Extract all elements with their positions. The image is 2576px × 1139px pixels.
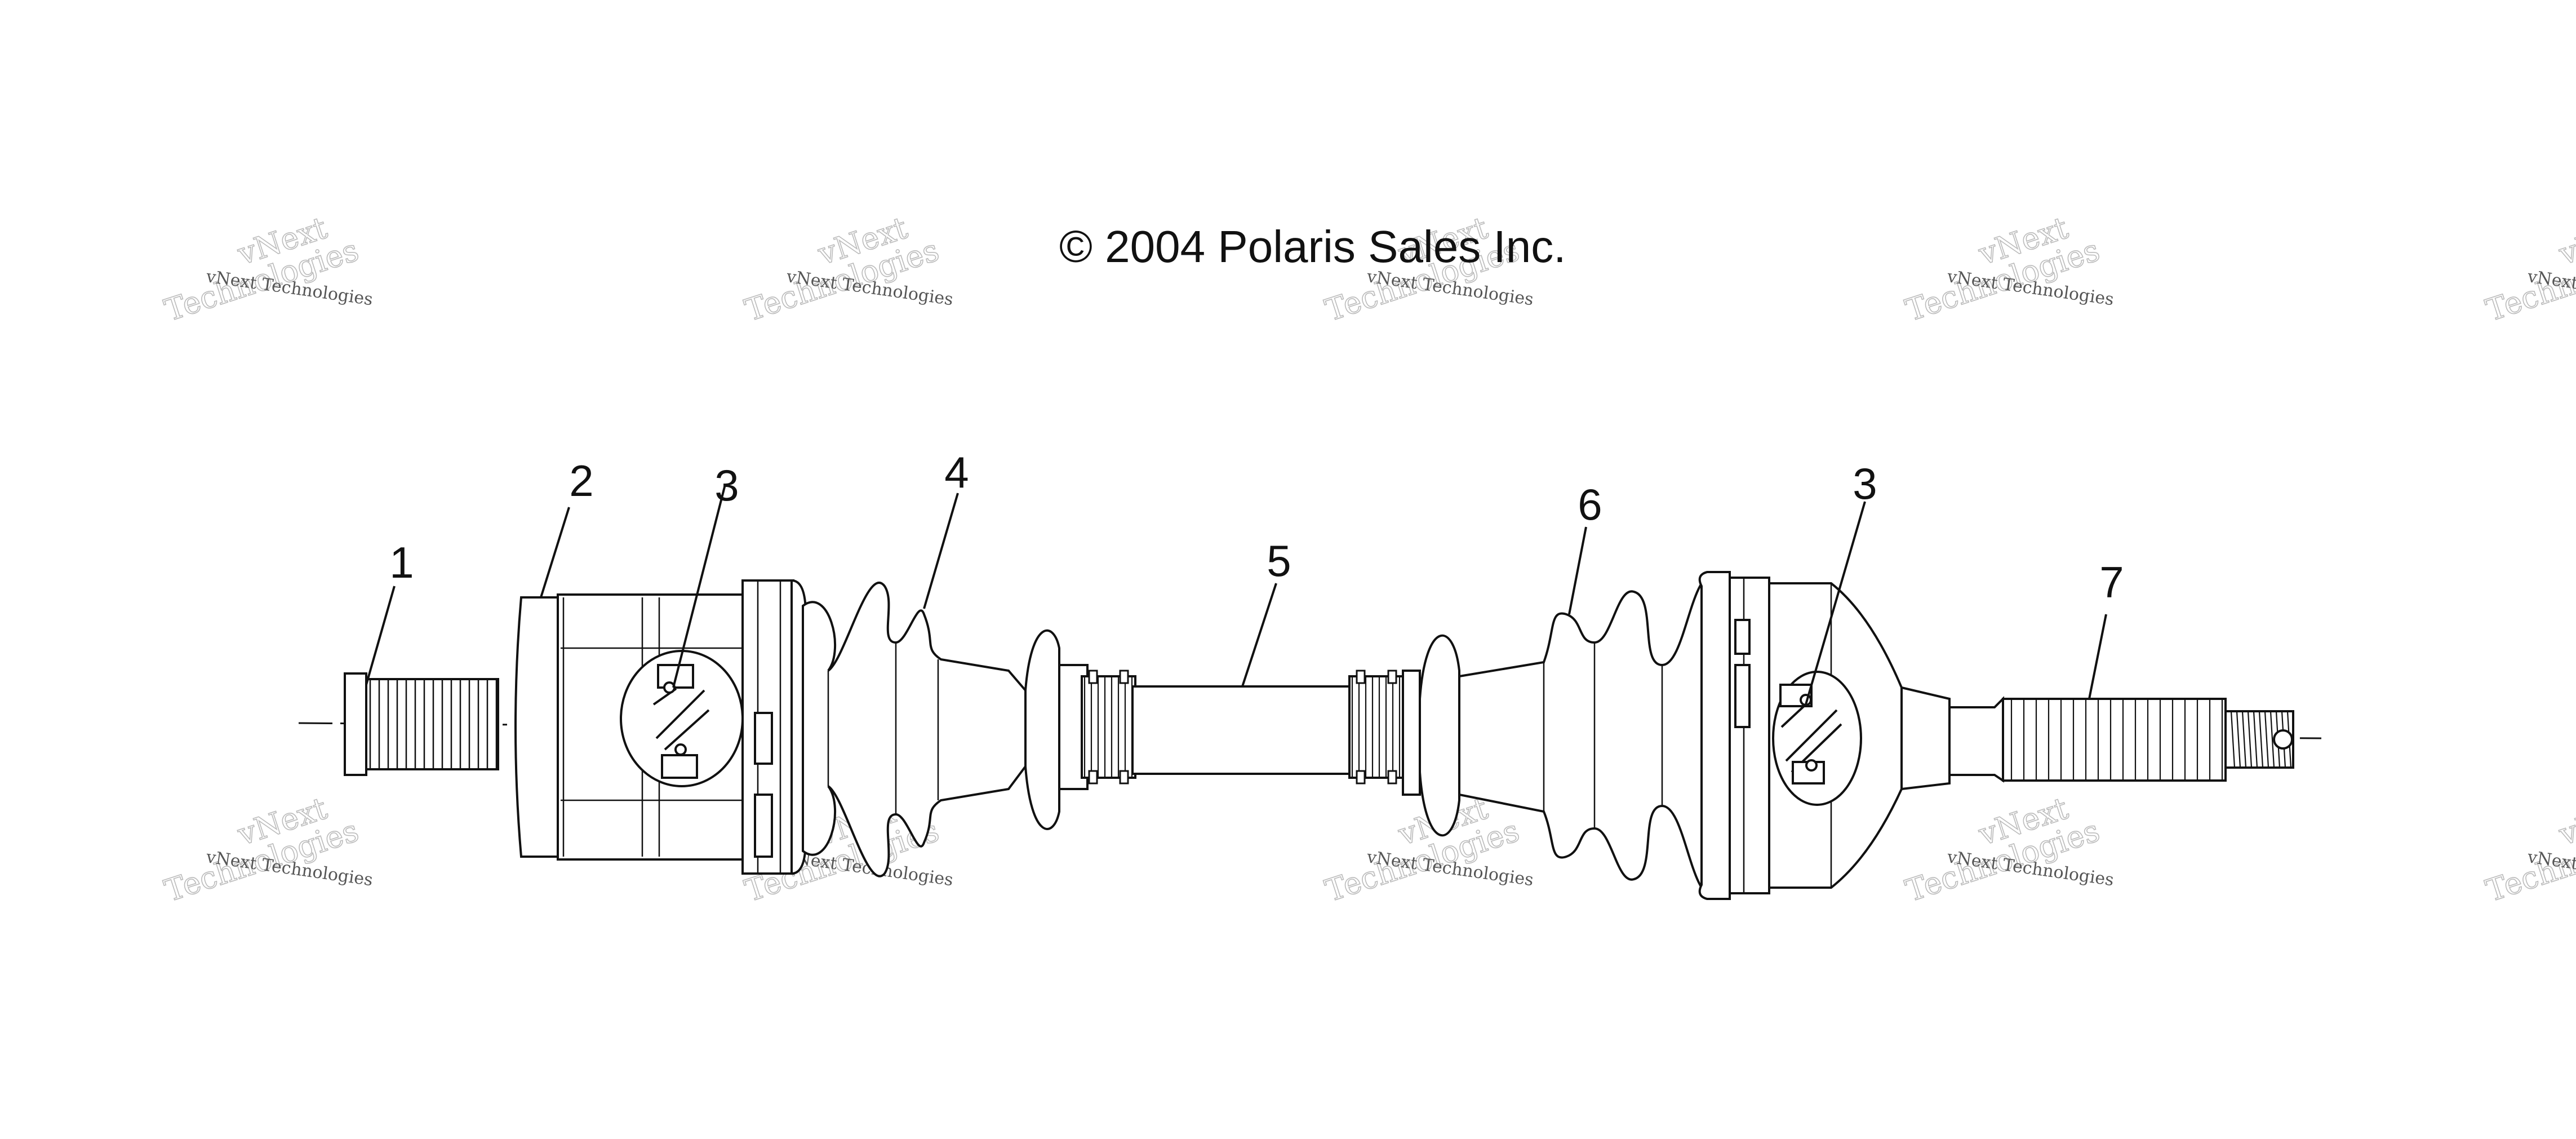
callout-4: 4 (944, 447, 969, 497)
boot-collar-left (1024, 629, 1136, 830)
outer-cv-housing (1768, 582, 1903, 889)
copyright-text: © 2004 Polaris Sales Inc. (1059, 221, 1566, 272)
axle-shaft (1131, 685, 1353, 775)
outer-stub-shaft (1900, 686, 2294, 791)
callout-2: 2 (569, 456, 593, 506)
inner-spline-shaft (344, 672, 499, 776)
callout-6: 6 (1578, 480, 1602, 529)
callout-3-left: 3 (714, 460, 739, 510)
callout-3-right: 3 (1853, 459, 1877, 508)
callout-1: 1 (389, 538, 414, 587)
boot-collar-right (1348, 634, 1460, 837)
inner-cv-housing (514, 593, 745, 861)
inner-cv-boot (790, 579, 1027, 877)
callout-leaders (365, 484, 2107, 705)
callout-5: 5 (1267, 536, 1291, 586)
callout-7: 7 (2099, 557, 2124, 607)
boot-clamp-right (1698, 571, 1770, 900)
watermark-big-top: vNext (2555, 210, 2576, 272)
watermark-big-top: vNext (2555, 790, 2576, 852)
boot-clamp-left (741, 579, 794, 875)
